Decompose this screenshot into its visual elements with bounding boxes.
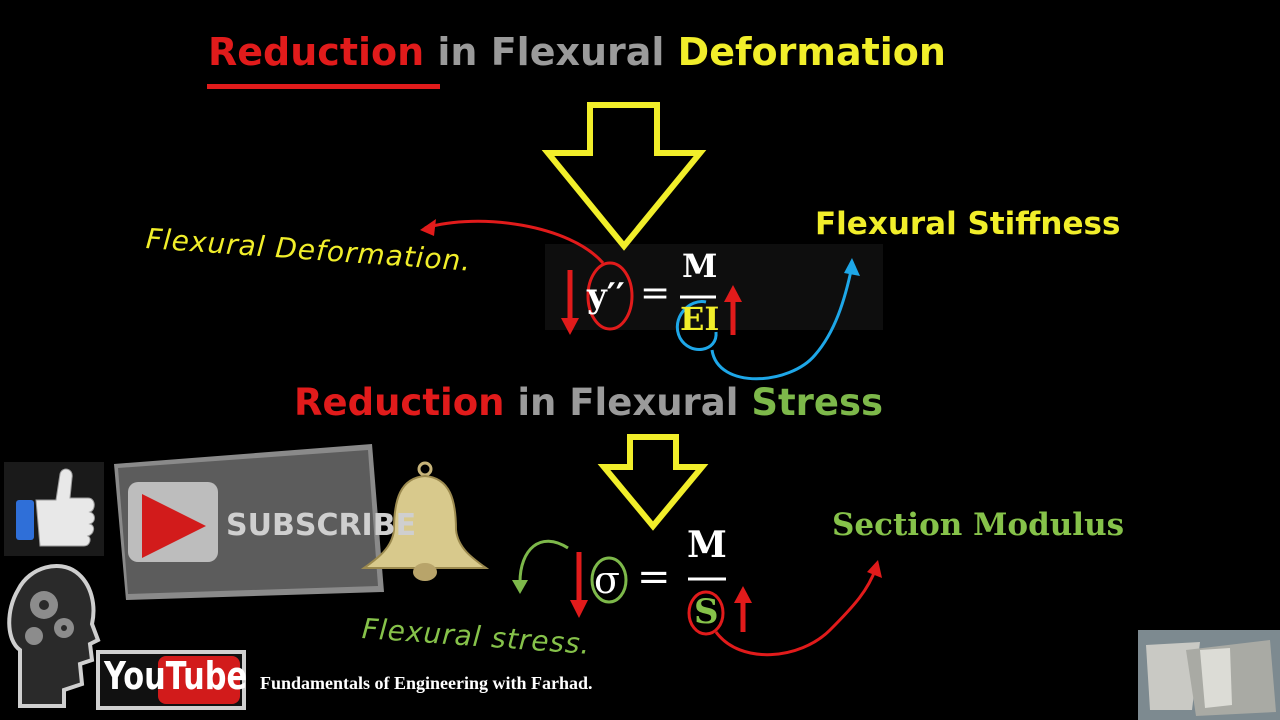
subscribe-button[interactable]: SUBSCRIBE bbox=[226, 508, 417, 543]
eq2-equals: = bbox=[637, 554, 671, 600]
youtube-tube: Tube bbox=[165, 654, 248, 698]
title-stress: Reduction in Flexural Stress bbox=[294, 381, 883, 424]
eq1-denominator: EI bbox=[680, 300, 720, 338]
channel-name: Fundamentals of Engineering with Farhad. bbox=[260, 673, 593, 693]
beam-thumbnail bbox=[1138, 630, 1280, 720]
title-deformation: Reduction in Flexural Deformation bbox=[208, 30, 946, 74]
section-modulus-label: Section Modulus bbox=[832, 507, 1125, 543]
down-arrow-sigma-icon bbox=[570, 600, 588, 618]
play-icon bbox=[142, 494, 206, 558]
title2-word-in-flexural: in Flexural bbox=[504, 381, 752, 424]
youtube-logo bbox=[96, 650, 246, 710]
eq1-lhs: y′′ bbox=[587, 276, 625, 316]
circle-ei bbox=[675, 300, 718, 351]
curve-arrow-modulus bbox=[714, 567, 878, 657]
thumbs-up-icon bbox=[16, 468, 95, 547]
youtube-wordmark[interactable]: YouTube bbox=[104, 654, 247, 698]
title-underline bbox=[207, 84, 440, 89]
eq2-numerator: M bbox=[687, 524, 727, 566]
circle-y-double-prime bbox=[586, 261, 634, 331]
flexural-stiffness-label: Flexural Stiffness bbox=[815, 206, 1121, 242]
down-arrow-small-icon bbox=[597, 434, 709, 531]
bell-icon bbox=[360, 461, 490, 581]
eq2-lhs: σ bbox=[594, 558, 620, 602]
curve-arrow-stress bbox=[518, 539, 569, 583]
title2-word-reduction: Reduction bbox=[294, 381, 505, 424]
circle-s bbox=[687, 590, 725, 636]
arrowhead-stiffness-icon bbox=[844, 258, 860, 276]
equation-box bbox=[545, 244, 883, 330]
eq2-denominator: S bbox=[694, 592, 719, 632]
eq1-numerator: M bbox=[682, 247, 718, 285]
eq1-equals: = bbox=[640, 273, 671, 314]
up-arrow-ei-icon bbox=[724, 285, 742, 302]
curve-arrow-deformation bbox=[424, 219, 605, 264]
circle-sigma bbox=[590, 556, 628, 604]
arrowhead-stress-icon bbox=[512, 580, 528, 594]
head-gears-icon bbox=[7, 564, 101, 708]
arrowhead-deformation-icon bbox=[420, 219, 436, 236]
arrowhead-modulus-icon bbox=[867, 560, 882, 578]
down-arrow-y-icon bbox=[561, 318, 579, 335]
title-word-reduction: Reduction bbox=[208, 30, 425, 74]
title-word-deformation: Deformation bbox=[677, 30, 946, 74]
subscribe-banner bbox=[114, 444, 384, 600]
title2-word-stress: Stress bbox=[751, 381, 884, 424]
up-arrow-s-icon bbox=[734, 586, 752, 603]
youtube-you: You bbox=[104, 654, 166, 698]
curve-arrow-stiffness bbox=[710, 265, 854, 381]
down-arrow-large-icon bbox=[541, 102, 707, 251]
title-word-in-flexural: in Flexural bbox=[424, 30, 678, 74]
